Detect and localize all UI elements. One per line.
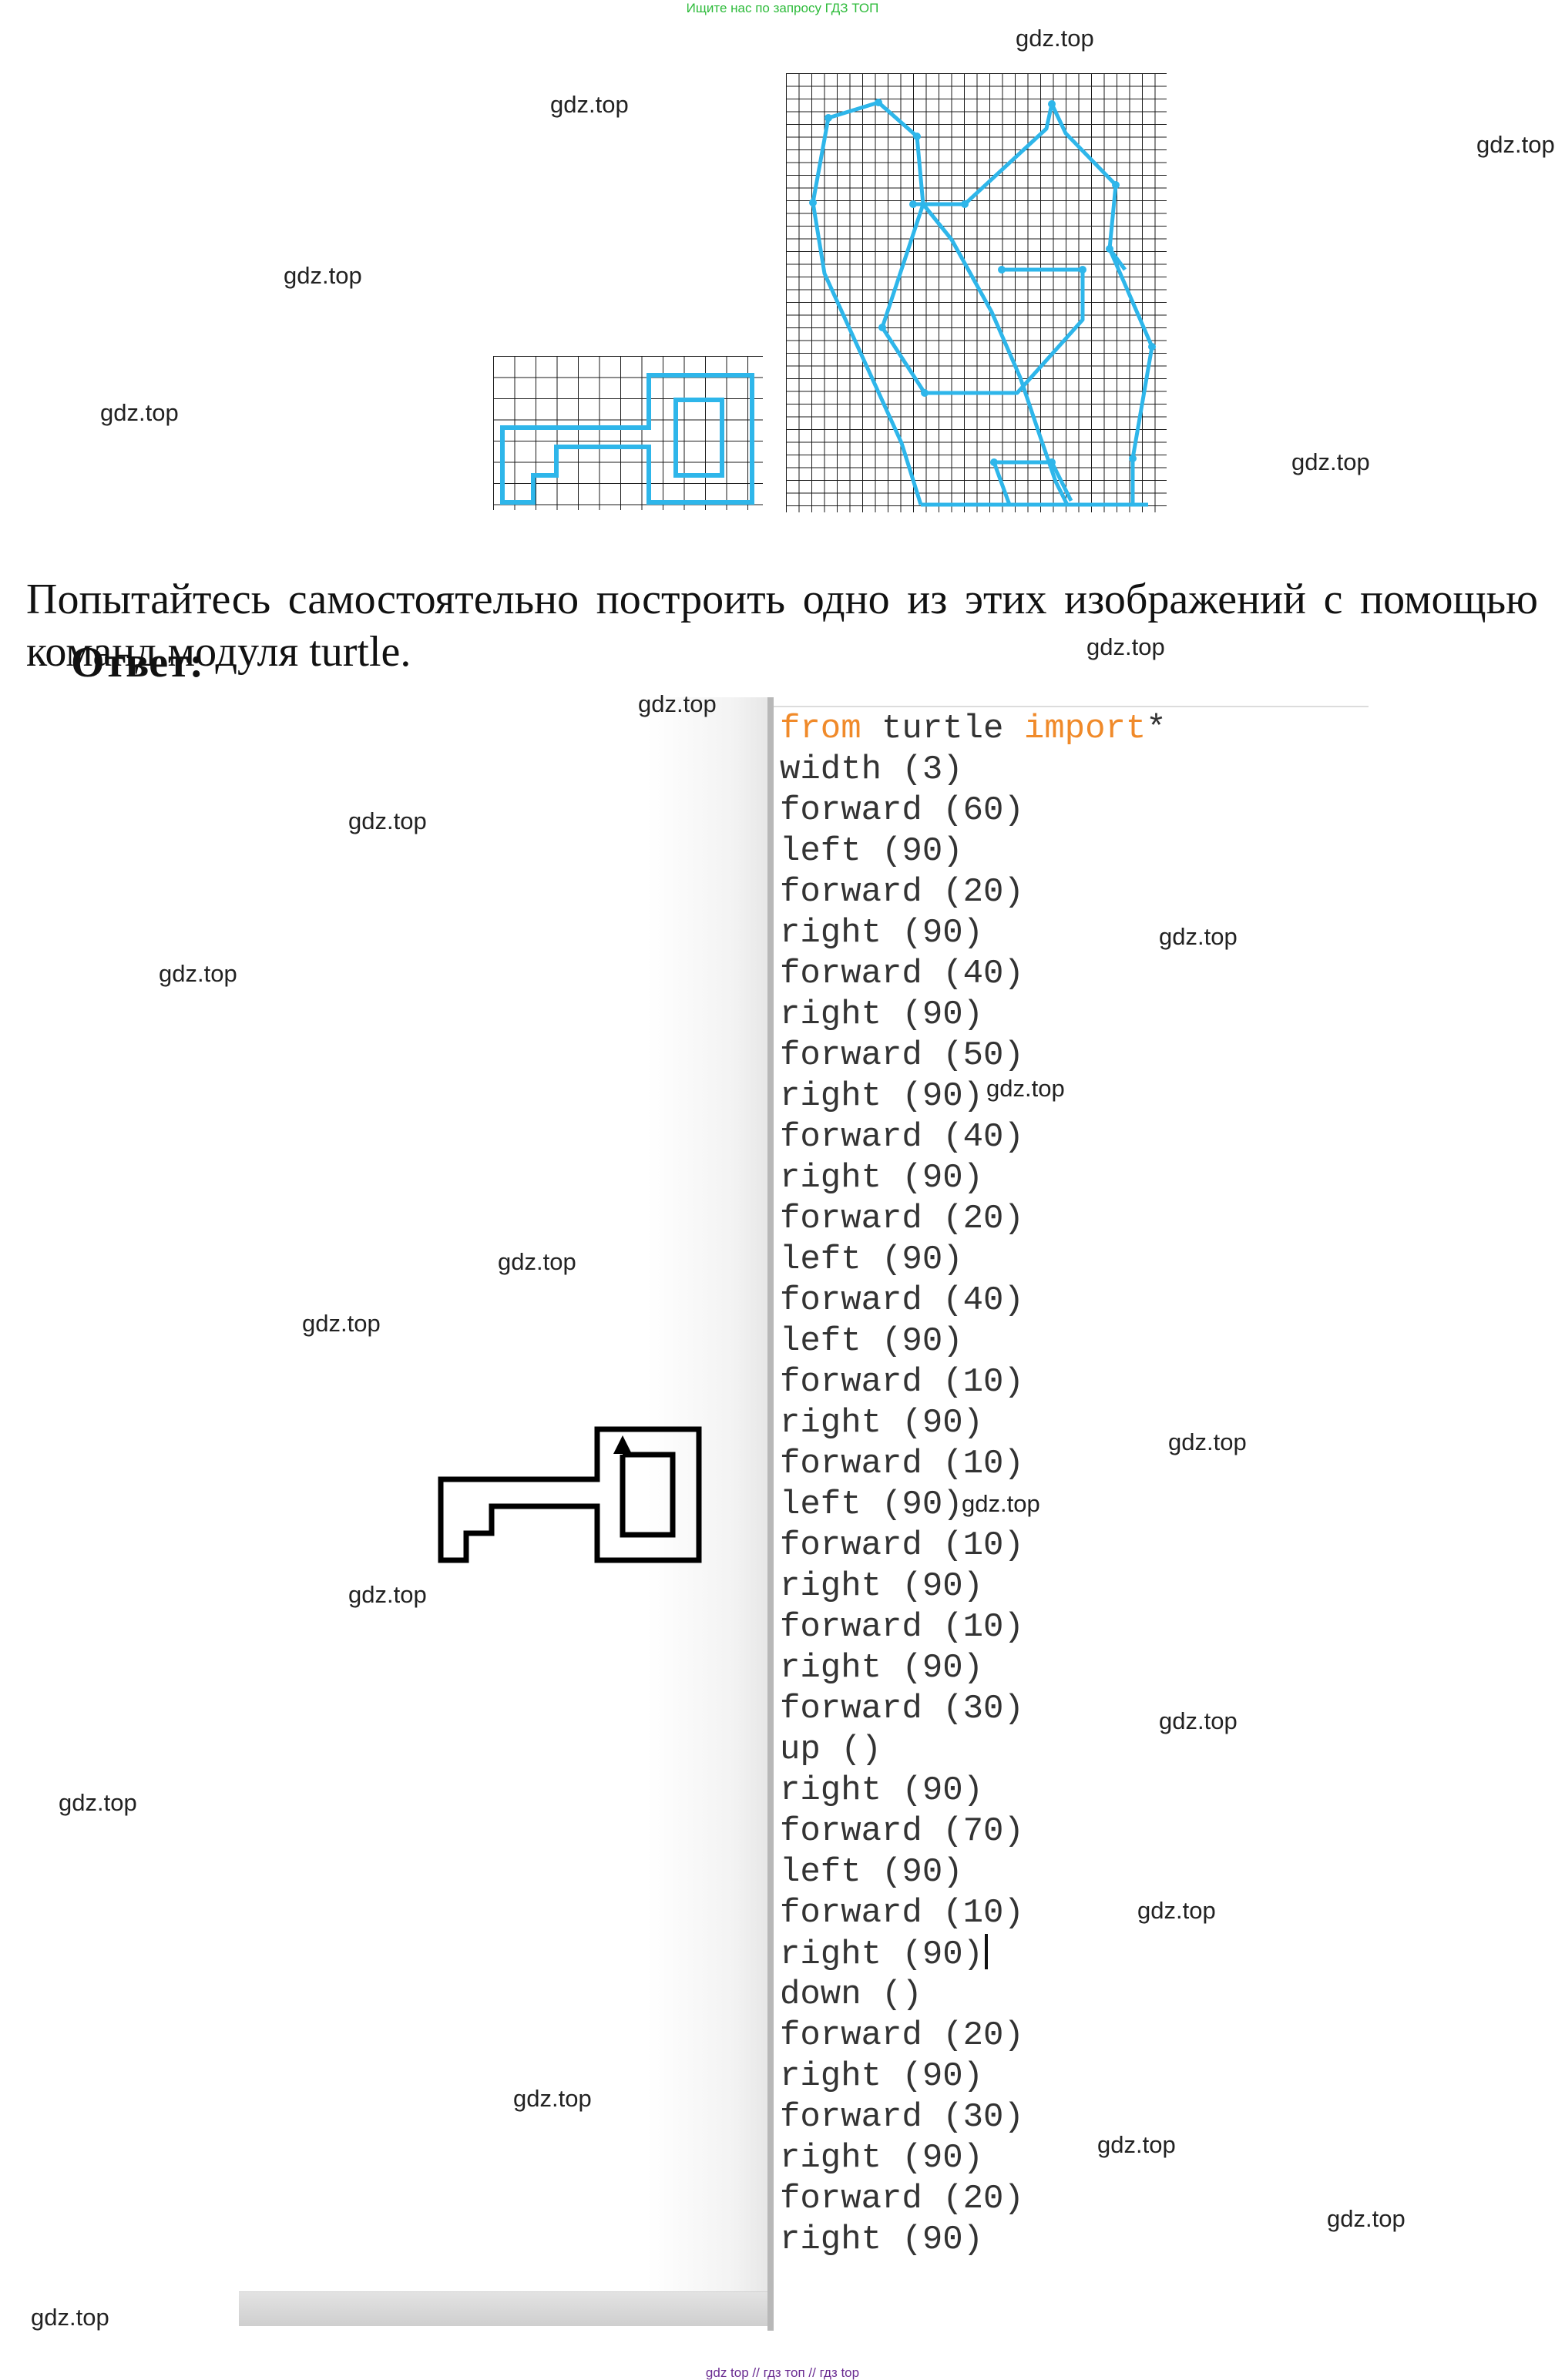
watermark: gdz.top [302, 1310, 381, 1337]
code-line: right (90) [780, 1934, 1167, 1975]
code-line: forward (10) [780, 1608, 1024, 1647]
code-line: left (90) [780, 1240, 963, 1279]
watermark: gdz.top [962, 1490, 1040, 1517]
code-line: left (90) [780, 1485, 963, 1524]
code-line: forward (70) [780, 1812, 1024, 1851]
watermark: gdz.top [284, 262, 362, 289]
watermark: gdz.top [1476, 131, 1555, 158]
code-line: right (90) [780, 914, 984, 952]
code-line: forward (30) [780, 2098, 1024, 2137]
turtle-window-scrollbar[interactable] [239, 2291, 767, 2326]
code-line: left (90) [780, 1853, 963, 1892]
watermark: gdz.top [513, 2085, 592, 2112]
code-editor[interactable] [767, 697, 1375, 2331]
code-line: forward (20) [780, 873, 1024, 911]
watermark: gdz.top [1327, 2205, 1405, 2232]
code-editor-top-edge [774, 693, 1369, 707]
code-line: forward (40) [780, 1118, 1024, 1156]
watermark: gdz.top [638, 690, 717, 717]
turtle-window-edge [647, 697, 771, 2315]
code-line: right (90) [780, 2221, 984, 2259]
code-line: right (90) [780, 1649, 984, 1687]
watermark: gdz.top [986, 1075, 1065, 1102]
code-line: left (90) [780, 1322, 963, 1361]
question-text: Попытайтесь самостоятельно построить одн… [26, 576, 1538, 676]
watermark: gdz.top [348, 807, 427, 834]
watermark: gdz.top [1016, 25, 1094, 52]
watermark: gdz.top [1159, 923, 1238, 950]
code-line: right (90) [780, 2057, 984, 2096]
watermark: gdz.top [159, 960, 237, 987]
text-cursor [985, 1934, 989, 1969]
code-line: from turtle import* [780, 710, 1167, 748]
answer-label: Ответ: [71, 639, 204, 686]
code-line: forward (10) [780, 1363, 1024, 1401]
code-line: forward (20) [780, 1200, 1024, 1238]
code-line: right (90) [780, 1077, 984, 1116]
watermark: gdz.top [100, 399, 179, 426]
watermark: gdz.top [550, 91, 629, 118]
watermark: gdz.top [1086, 633, 1165, 660]
code-line: width (3) [780, 750, 963, 789]
watermark: gdz.top [1137, 1897, 1216, 1924]
watermark: gdz.top [498, 1248, 576, 1275]
code-line: forward (20) [780, 2016, 1024, 2055]
turtle-drawing [438, 1426, 702, 1563]
code-listing[interactable]: from turtle import* width (3) forward (6… [780, 709, 1167, 2261]
watermark: gdz.top [31, 2304, 109, 2331]
code-line: forward (10) [780, 1526, 1024, 1565]
watermark: gdz.top [1159, 1707, 1238, 1734]
key-figure-outline [500, 373, 754, 505]
code-line: forward (60) [780, 791, 1024, 830]
code-line: forward (40) [780, 955, 1024, 993]
code-line: right (90) [780, 1771, 984, 1810]
code-line: forward (40) [780, 1281, 1024, 1320]
bird-figure-grid [786, 73, 1167, 512]
code-line: forward (20) [780, 2180, 1024, 2218]
code-line: right (90) [780, 995, 984, 1034]
turtle-arrow-icon [613, 1435, 632, 1454]
code-line: left (90) [780, 832, 963, 871]
code-line: right (90) [780, 2139, 984, 2177]
code-line: forward (30) [780, 1690, 1024, 1728]
code-line: right (90) [780, 1159, 984, 1197]
code-line: forward (10) [780, 1894, 1024, 1932]
code-line: down () [780, 1976, 922, 2014]
code-line: right (90) [780, 1404, 984, 1442]
key-figure-grid [493, 356, 763, 510]
code-line: up () [780, 1730, 882, 1769]
top-banner[interactable]: Ищите нас по запросу ГДЗ ТОП [686, 1, 879, 15]
footer-links[interactable]: gdz top // гдз топ // гдз top [705, 2365, 860, 2380]
code-line: forward (10) [780, 1445, 1024, 1483]
code-line: forward (50) [780, 1036, 1024, 1075]
watermark: gdz.top [348, 1581, 427, 1608]
watermark: gdz.top [59, 1789, 137, 1816]
code-line: right (90) [780, 1567, 984, 1606]
watermark: gdz.top [1097, 2131, 1176, 2158]
watermark: gdz.top [1291, 448, 1370, 475]
watermark: gdz.top [1168, 1428, 1247, 1455]
